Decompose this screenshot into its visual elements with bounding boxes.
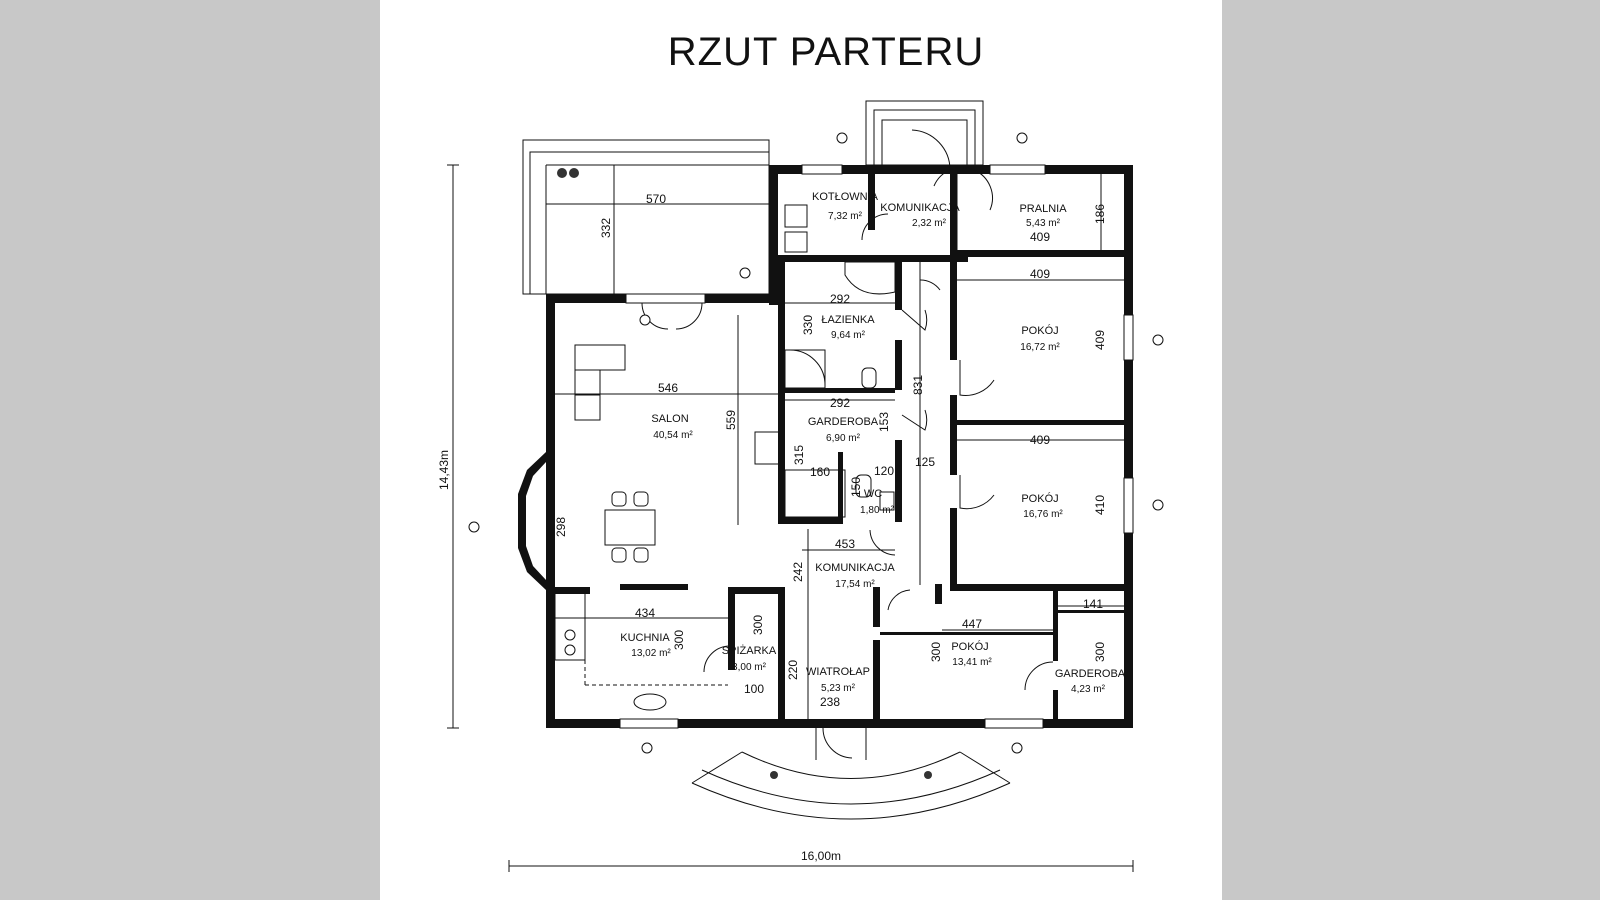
dim-298: 298: [554, 517, 568, 537]
dim-salon-w: 546: [658, 381, 678, 395]
room-garderoba1-name: GARDEROBA: [808, 416, 879, 428]
wc-sink-icon: [879, 491, 895, 511]
dim-242: 242: [791, 562, 805, 582]
room-pokoj2-name: POKÓJ: [1021, 492, 1058, 505]
bathtub-icon: [844, 261, 896, 295]
dim-pokoj3-h: 300: [929, 642, 943, 662]
interior-walls: [555, 165, 1124, 720]
room-wiatrolap-area: 5,23 m²: [821, 683, 856, 694]
dim-220: 220: [786, 660, 800, 680]
dim-salon-h: 559: [724, 410, 738, 430]
room-labels: KOTŁOWNIA 7,32 m² KOMUNIKACJA 2,32 m² PR…: [620, 191, 1126, 695]
room-garderoba2-name: GARDEROBA: [1055, 668, 1126, 680]
room-salon-name: SALON: [651, 413, 688, 425]
door-swings: [641, 129, 1054, 759]
room-pokoj1-area: 16,72 m²: [1020, 342, 1060, 353]
dim-453: 453: [835, 537, 855, 551]
dining-table-icon: [604, 509, 656, 546]
terrace: 570 332: [522, 139, 770, 295]
porch-column-icon: [770, 771, 778, 779]
room-garderoba2-area: 4,23 m²: [1071, 684, 1106, 695]
overall-width-label: 16,00m: [801, 849, 841, 863]
room-kuchnia-name: KUCHNIA: [620, 632, 670, 644]
room-pokoj1-name: POKÓJ: [1021, 324, 1058, 337]
dim-spiz-w: 100: [744, 682, 764, 696]
room-kuchnia-area: 13,02 m²: [631, 648, 671, 659]
dim-corridor-h: 831: [911, 375, 925, 395]
dim-garderoba-h1: 153: [877, 412, 891, 432]
room-pokoj3-name: POKÓJ: [951, 640, 988, 653]
room-salon-area: 40,54 m²: [653, 430, 693, 441]
dim-pokoj1-h: 409: [1093, 330, 1107, 350]
overall-dimensions: 14,43m 16,00m: [437, 164, 1134, 872]
dim-kuchnia-h: 300: [672, 630, 686, 650]
kitchen-sink-icon: [633, 693, 667, 711]
room-wc-area: 1,80 m²: [860, 505, 895, 516]
plan-title: RZUT PARTERU: [667, 30, 985, 74]
room-komunikacja1-area: 2,32 m²: [912, 218, 947, 229]
room-garderoba1-area: 6,90 m²: [826, 433, 861, 444]
dim-160: 160: [810, 465, 830, 479]
dim-lazienka-w: 292: [830, 292, 850, 306]
room-spizarka-name: SPIŻARKA: [722, 644, 777, 657]
room-spizarka-area: 3,00 m²: [732, 662, 767, 673]
room-wiatrolap-name: WIATROŁAP: [806, 666, 870, 678]
dim-pralnia-w: 409: [1030, 230, 1050, 244]
boiler-icon: [784, 204, 808, 228]
dim-pokoj2-w: 409: [1030, 433, 1050, 447]
dim-120: 120: [874, 464, 894, 478]
room-komunikacja1-name: KOMUNIKACJA: [880, 202, 960, 214]
room-lazienka-name: ŁAZIENKA: [821, 314, 875, 326]
dim-pokoj1-w: 409: [1030, 267, 1050, 281]
windows: [619, 164, 1134, 729]
dim-garderoba-h2: 315: [792, 445, 806, 465]
furniture: [554, 204, 896, 711]
front-porch: [691, 728, 1011, 820]
dim-lazienka-h: 330: [801, 315, 815, 335]
dim-pokoj3-w: 447: [962, 617, 982, 631]
dim-pralnia-h: 186: [1093, 204, 1107, 224]
dimension-labels: 409 186 409 409 292 330 546 559 831 292 …: [554, 204, 1107, 709]
fireplace-icon: [754, 431, 781, 465]
dim-spiz-h: 300: [751, 615, 765, 635]
terrace-lamp-icon: [569, 168, 579, 178]
sofa-icon: [574, 344, 626, 421]
room-wc-name: WC: [864, 488, 882, 500]
room-komunikacja2-area: 17,54 m²: [835, 579, 875, 590]
internal-dimension-lines: [555, 174, 1124, 719]
toilet-icon: [861, 367, 877, 389]
kitchen-counter-icon: [554, 589, 586, 661]
wc-toilet-icon: [855, 474, 872, 498]
dim-pokoj2-h: 410: [1093, 495, 1107, 515]
dim-125: 125: [915, 455, 935, 469]
room-pokoj2-area: 16,76 m²: [1023, 509, 1063, 520]
window-markers: [468, 132, 1164, 754]
terrace-height-dim: 332: [599, 218, 613, 238]
drawing-sheet: [380, 0, 1222, 900]
porch-column-icon: [924, 771, 932, 779]
room-pralnia-name: PRALNIA: [1019, 203, 1067, 215]
dim-garderoba2-h: 300: [1093, 642, 1107, 662]
room-kotlownia-area: 7,32 m²: [828, 211, 863, 222]
dim-kuchnia-w: 434: [635, 606, 655, 620]
dim-150: 150: [849, 477, 863, 497]
dim-garderoba-w: 292: [830, 396, 850, 410]
terrace-lamp-icon: [557, 168, 567, 178]
room-kotlownia-name: KOTŁOWNIA: [812, 191, 879, 203]
room-pokoj3-area: 13,41 m²: [952, 657, 992, 668]
dim-wiatrolap-w: 238: [820, 695, 840, 709]
overall-height-label: 14,43m: [437, 450, 451, 490]
room-komunikacja2-name: KOMUNIKACJA: [815, 562, 895, 574]
room-lazienka-area: 9,64 m²: [831, 330, 866, 341]
room-pralnia-area: 5,43 m²: [1026, 218, 1061, 229]
shower-icon: [784, 349, 826, 389]
dim-garderoba2-w: 141: [1083, 597, 1103, 611]
terrace-width-dim: 570: [646, 192, 666, 206]
